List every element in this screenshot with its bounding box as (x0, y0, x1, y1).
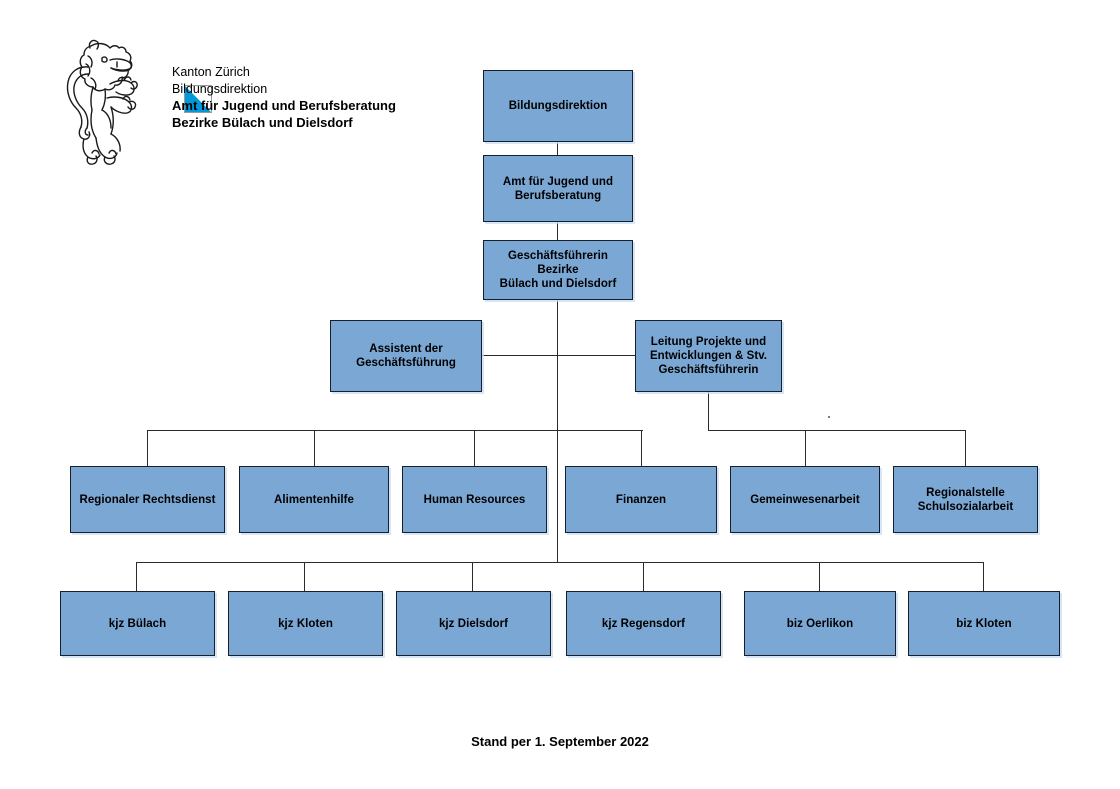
connector-bildungsdirektion-to-amt (557, 142, 559, 155)
node-assistent-der-geschaeftsfuehrung[interactable]: Assistent der Geschäftsführung (330, 320, 482, 392)
node-label: Leitung Projekte und Entwicklungen & Stv… (649, 336, 768, 376)
node-label: biz Oerlikon (786, 617, 854, 630)
node-finanzen[interactable]: Finanzen (565, 466, 717, 533)
node-label: Gemeinwesenarbeit (750, 493, 860, 506)
node-human-resources[interactable]: Human Resources (402, 466, 547, 533)
brand-line-amt: Amt für Jugend und Berufsberatung (172, 98, 396, 113)
connector-leitung-stem (708, 392, 710, 430)
node-label: Alimentenhilfe (274, 493, 354, 506)
node-gemeinwesenarbeit[interactable]: Gemeinwesenarbeit (730, 466, 880, 533)
node-kjz-buelach[interactable]: kjz Bülach (60, 591, 215, 656)
node-amt-fuer-jugend-und-berufsberatung[interactable]: Amt für Jugend und Berufsberatung (483, 155, 633, 222)
node-alimentenhilfe[interactable]: Alimentenhilfe (239, 466, 389, 533)
node-label: Assistent der Geschäftsführung (356, 343, 456, 369)
connector-drop-kjz-buelach (136, 562, 138, 591)
node-bildungsdirektion[interactable]: Bildungsdirektion (483, 70, 633, 142)
connector-drop-human-resources (474, 430, 476, 466)
node-label: kjz Regensdorf (601, 617, 686, 630)
connector-departments-bus (147, 430, 643, 432)
kanton-zuerich-blue-triangle-icon (184, 85, 212, 113)
connector-drop-biz-kloten (983, 562, 985, 591)
connector-drop-kjz-regensdorf (643, 562, 645, 591)
node-label: Human Resources (423, 493, 526, 506)
connector-drop-kjz-dielsdorf (472, 562, 474, 591)
node-leitung-projekte-und-entwicklungen[interactable]: Leitung Projekte und Entwicklungen & Stv… (635, 320, 782, 392)
brand-text-block: Kanton Zürich Bildungsdirektion Amt für … (172, 64, 462, 131)
stray-dot-artifact (828, 416, 830, 418)
footer-note: Stand per 1. September 2022 (0, 733, 1120, 751)
node-regionalstelle-schulsozialarbeit[interactable]: Regionalstelle Schulsozialarbeit (893, 466, 1038, 533)
connector-drop-kjz-kloten (304, 562, 306, 591)
node-kjz-kloten[interactable]: kjz Kloten (228, 591, 383, 656)
node-label: biz Kloten (956, 617, 1012, 630)
node-label: kjz Bülach (108, 617, 167, 630)
header-logo-block: Kanton Zürich Bildungsdirektion Amt für … (44, 32, 444, 172)
node-label: Finanzen (615, 493, 667, 506)
node-biz-oerlikon[interactable]: biz Oerlikon (744, 591, 896, 656)
connector-central-trunk (557, 300, 559, 563)
connector-drop-regionalstelle (965, 430, 967, 466)
connector-drop-finanzen (641, 430, 643, 466)
node-geschaeftsfuehrerin[interactable]: Geschäftsführerin Bezirke Bülach und Die… (483, 240, 633, 300)
connector-drop-gemeinwesenarbeit (805, 430, 807, 466)
node-label: kjz Kloten (278, 617, 333, 630)
brand-line-kanton: Kanton Zürich (172, 65, 250, 79)
connector-leitung-bus (708, 430, 966, 432)
node-label: Bildungsdirektion (508, 100, 608, 112)
brand-line-bezirke: Bezirke Bülach und Dielsdorf (172, 115, 353, 130)
connector-amt-to-geschaeftsfuehrerin (557, 222, 559, 240)
connector-drop-biz-oerlikon (819, 562, 821, 591)
zurich-lion-crest-icon (44, 34, 140, 166)
node-kjz-dielsdorf[interactable]: kjz Dielsdorf (396, 591, 551, 656)
node-label: Amt für Jugend und Berufsberatung (502, 175, 614, 202)
connector-centers-bus (136, 562, 984, 564)
status-date-text: Stand per 1. September 2022 (471, 734, 649, 749)
connector-assistent-leitung-crossbar (482, 355, 636, 357)
node-regionaler-rechtsdienst[interactable]: Regionaler Rechtsdienst (70, 466, 225, 533)
node-label: Regionalstelle Schulsozialarbeit (917, 486, 1014, 513)
node-biz-kloten[interactable]: biz Kloten (908, 591, 1060, 656)
node-kjz-regensdorf[interactable]: kjz Regensdorf (566, 591, 721, 656)
node-label: Geschäftsführerin Bezirke Bülach und Die… (499, 250, 617, 290)
connector-drop-alimentenhilfe (314, 430, 316, 466)
node-label: kjz Dielsdorf (438, 617, 509, 630)
brand-line-direktion: Bildungsdirektion (172, 81, 268, 96)
connector-drop-regionaler-rechtsdienst (147, 430, 149, 466)
node-label: Regionaler Rechtsdienst (79, 493, 216, 506)
